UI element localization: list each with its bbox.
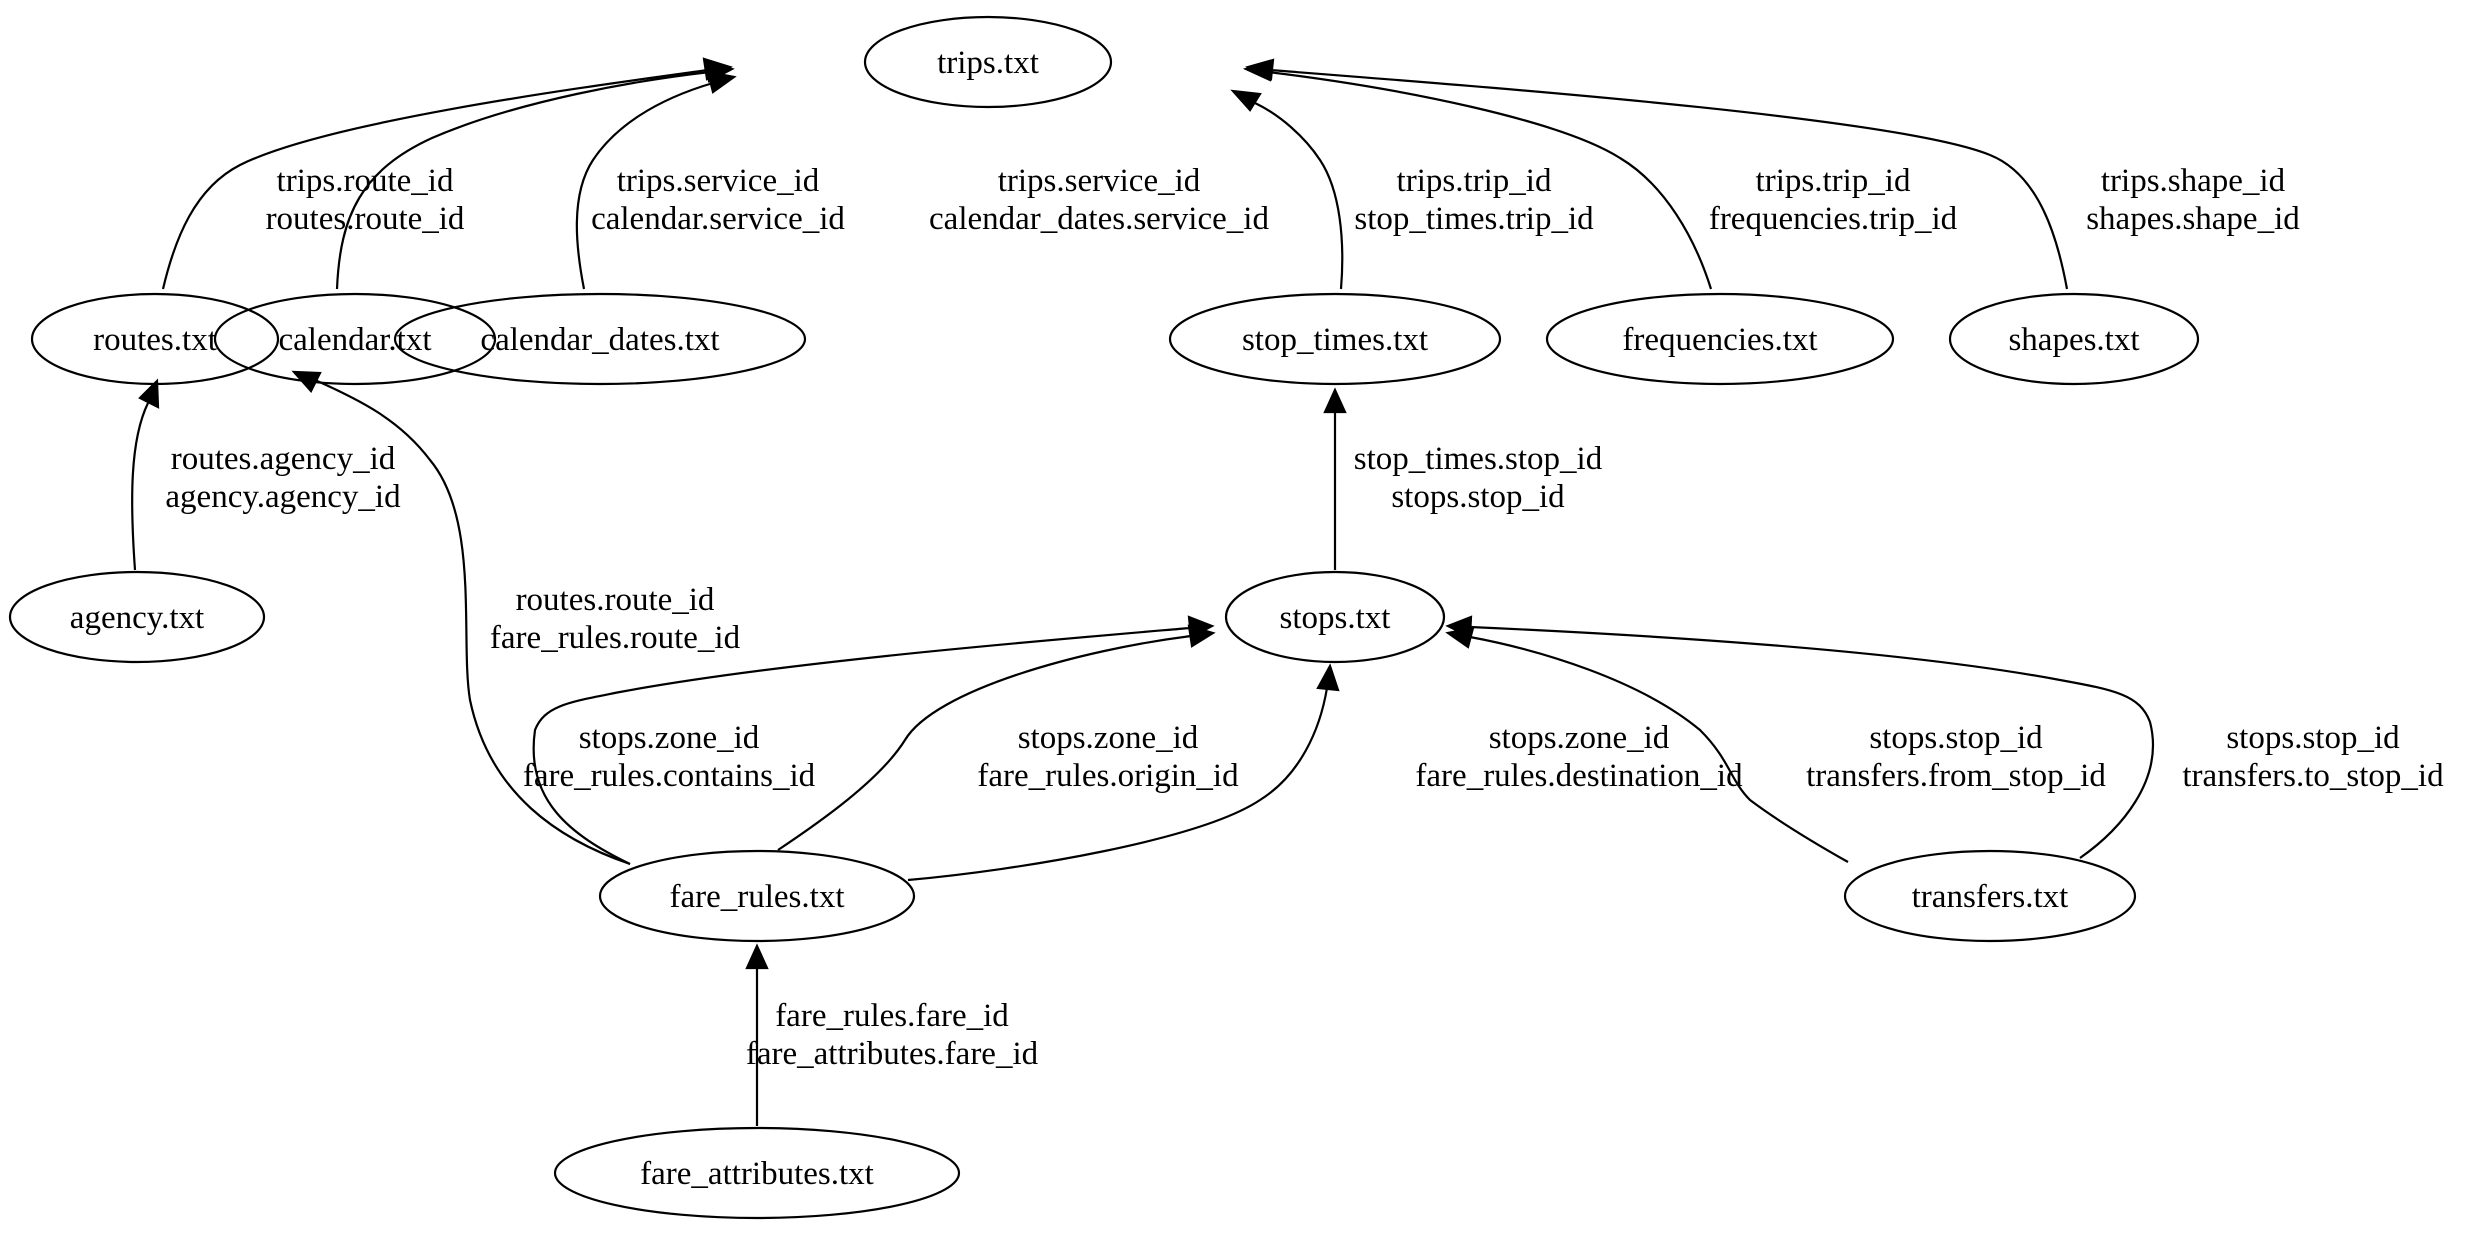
edge-fare-rules-stops-destination: [907, 663, 1340, 882]
label-line1: routes.route_id: [516, 582, 715, 618]
label-calendar-dates-trips: trips.service_id calendar_dates.service_…: [929, 163, 1269, 237]
label-line1: trips.service_id: [998, 163, 1201, 199]
label-line1: stops.stop_id: [2226, 720, 2400, 756]
node-label: fare_rules.txt: [669, 879, 844, 915]
label-line2: transfers.to_stop_id: [2182, 758, 2444, 794]
label-line2: fare_rules.origin_id: [977, 758, 1239, 794]
label-fare-rules-stops-contains: stops.zone_id fare_rules.contains_id: [523, 720, 816, 794]
label-transfers-stops-to: stops.stop_id transfers.to_stop_id: [2182, 720, 2444, 794]
label-line2: agency.agency_id: [165, 479, 401, 515]
node-shapes: shapes.txt: [1948, 292, 2200, 386]
edge-shapes-trips: [1245, 58, 2069, 290]
label-line2: routes.route_id: [266, 201, 465, 237]
label-line2: stops.stop_id: [1391, 479, 1565, 515]
node-label: shapes.txt: [2008, 322, 2139, 358]
label-line1: trips.route_id: [277, 163, 454, 199]
label-line2: fare_rules.destination_id: [1415, 758, 1743, 794]
node-label: trips.txt: [937, 45, 1039, 81]
label-stops-stop-times: stop_times.stop_id stops.stop_id: [1354, 441, 1603, 515]
label-line1: stops.stop_id: [1869, 720, 2043, 756]
label-line1: trips.service_id: [617, 163, 820, 199]
label-fare-rules-routes: routes.route_id fare_rules.route_id: [490, 582, 741, 656]
node-label: routes.txt: [93, 322, 217, 358]
label-transfers-stops-from: stops.stop_id transfers.from_stop_id: [1806, 720, 2106, 794]
label-fare-rules-stops-origin: stops.zone_id fare_rules.origin_id: [977, 720, 1239, 794]
label-fare-attributes-fare-rules: fare_rules.fare_id fare_attributes.fare_…: [746, 998, 1039, 1072]
label-line1: stops.zone_id: [1489, 720, 1670, 756]
node-label: transfers.txt: [1912, 879, 2069, 915]
edge-agency-routes: [131, 378, 160, 571]
label-line2: shapes.shape_id: [2086, 201, 2300, 237]
label-line1: stops.zone_id: [579, 720, 760, 756]
label-line2: frequencies.trip_id: [1709, 201, 1958, 237]
node-label: agency.txt: [70, 600, 204, 636]
label-line2: calendar.service_id: [591, 201, 845, 237]
node-frequencies: frequencies.txt: [1545, 292, 1895, 386]
label-line1: fare_rules.fare_id: [775, 998, 1009, 1034]
node-routes: routes.txt: [30, 292, 280, 386]
node-stops: stops.txt: [1224, 570, 1446, 664]
node-label: frequencies.txt: [1622, 322, 1817, 358]
label-line2: fare_rules.contains_id: [523, 758, 816, 794]
label-line2: stop_times.trip_id: [1354, 201, 1594, 237]
label-routes-trips: trips.route_id routes.route_id: [266, 163, 465, 237]
label-line1: trips.trip_id: [1756, 163, 1911, 199]
edge-fare-rules-stops-origin: [777, 624, 1216, 851]
node-label: stop_times.txt: [1242, 322, 1428, 358]
edge-transfers-stops-to: [1445, 615, 2155, 859]
label-line1: stop_times.stop_id: [1354, 441, 1603, 477]
label-stop-times-trips: trips.trip_id stop_times.trip_id: [1354, 163, 1594, 237]
label-line2: fare_rules.route_id: [490, 620, 741, 656]
label-line2: transfers.from_stop_id: [1806, 758, 2106, 794]
label-line2: calendar_dates.service_id: [929, 201, 1269, 237]
label-fare-rules-stops-destination: stops.zone_id fare_rules.destination_id: [1415, 720, 1743, 794]
edge-stops-stop-times: [1323, 387, 1347, 570]
edge-fare-attributes-fare-rules: [745, 943, 769, 1126]
node-trips: trips.txt: [863, 15, 1113, 109]
node-label: calendar_dates.txt: [480, 322, 719, 358]
node-calendar: calendar.txt: [213, 292, 497, 386]
label-shapes-trips: trips.shape_id shapes.shape_id: [2086, 163, 2300, 237]
node-stop-times: stop_times.txt: [1168, 292, 1502, 386]
node-label: fare_attributes.txt: [640, 1156, 874, 1192]
label-agency-routes: routes.agency_id agency.agency_id: [165, 441, 401, 515]
node-label: stops.txt: [1280, 600, 1391, 636]
label-frequencies-trips: trips.trip_id frequencies.trip_id: [1709, 163, 1958, 237]
edge-stop-times-trips: [1230, 89, 1344, 290]
edge-calendar-dates-trips: [575, 70, 737, 290]
node-agency: agency.txt: [8, 570, 266, 664]
node-fare-attributes: fare_attributes.txt: [553, 1126, 961, 1220]
label-line1: trips.shape_id: [2101, 163, 2286, 199]
label-calendar-trips: trips.service_id calendar.service_id: [591, 163, 845, 237]
node-transfers: transfers.txt: [1843, 849, 2137, 943]
label-line1: stops.zone_id: [1018, 720, 1199, 756]
label-line2: fare_attributes.fare_id: [746, 1036, 1039, 1072]
node-calendar-dates: calendar_dates.txt: [393, 292, 807, 386]
label-line1: routes.agency_id: [171, 441, 396, 477]
node-fare-rules: fare_rules.txt: [598, 849, 916, 943]
node-label: calendar.txt: [278, 322, 431, 358]
label-line1: trips.trip_id: [1397, 163, 1552, 199]
